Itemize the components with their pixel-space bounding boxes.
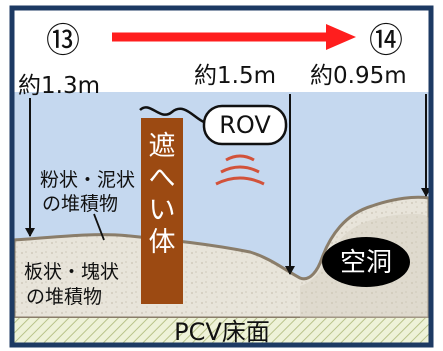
sonar-wave-1 bbox=[225, 154, 255, 162]
deposit-layer bbox=[12, 195, 431, 320]
floor-label: PCV床面 bbox=[174, 318, 270, 346]
diagram-frame bbox=[9, 5, 434, 348]
rov-body bbox=[202, 104, 288, 146]
point-13-label: ⑬ bbox=[46, 21, 80, 61]
direction-arrow-head bbox=[326, 24, 356, 50]
shield-wall bbox=[141, 118, 183, 304]
sonar-wave-2 bbox=[220, 165, 260, 174]
void-label: 空洞 bbox=[340, 248, 392, 278]
distance-left: 約1.3m bbox=[18, 73, 100, 99]
powder-deposit-label-line2: の堆積物 bbox=[42, 193, 118, 215]
plate-deposit-label-line1: 板状・塊状 bbox=[24, 261, 119, 283]
void-oval bbox=[322, 237, 410, 287]
shield-wall-char-3: い bbox=[149, 195, 176, 226]
plate-deposit-label-line2: の堆積物 bbox=[26, 286, 102, 308]
sonar-wave-3 bbox=[215, 176, 265, 186]
powder-deposit-leader-line bbox=[93, 213, 105, 241]
rov-tether bbox=[139, 106, 205, 124]
shield-wall-char-2: へ bbox=[149, 163, 176, 194]
distance-middle: 約1.5m bbox=[194, 63, 276, 89]
shield-wall-char-4: 体 bbox=[149, 227, 176, 258]
powder-deposit-label-line1: 粉状・泥状 bbox=[40, 169, 135, 191]
rov-label: ROV bbox=[219, 111, 271, 139]
distance-right: 約0.95m bbox=[310, 63, 407, 89]
shield-wall-char-1: 遮 bbox=[149, 131, 176, 162]
pcv-floor bbox=[14, 318, 429, 343]
header-area bbox=[14, 10, 429, 92]
point-14-label: ⑭ bbox=[369, 21, 403, 61]
